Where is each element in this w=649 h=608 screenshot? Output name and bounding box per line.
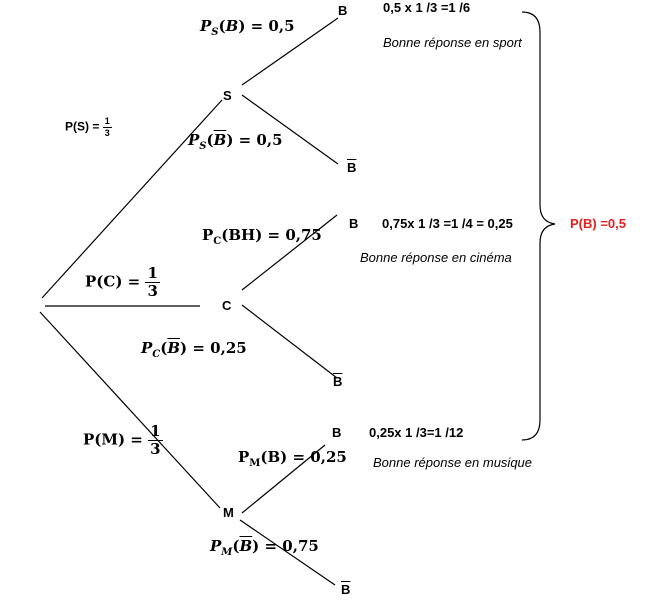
cond-pc-bbar-close: ) bbox=[180, 339, 188, 357]
node-bbar-musique: B bbox=[341, 582, 351, 597]
cond-ps-b-open: ( bbox=[218, 17, 226, 35]
prob-s-num: 1 bbox=[102, 116, 112, 128]
cond-pc-bbar: PC(B) = 0,25 bbox=[141, 339, 247, 360]
cond-pm-b-event: B bbox=[267, 448, 281, 466]
branch-c-b bbox=[241, 214, 338, 291]
note-sport: Bonne réponse en sport bbox=[383, 35, 522, 50]
cond-ps-b-p: P bbox=[200, 17, 212, 35]
prob-c-fraction: 1 3 bbox=[145, 264, 160, 300]
cond-ps-bbar-value: = 0,5 bbox=[233, 131, 283, 149]
node-b-cinema: B bbox=[349, 216, 359, 231]
cond-pc-b-value: = 0,75 bbox=[262, 226, 322, 244]
cond-pm-bbar-value: = 0,75 bbox=[259, 537, 319, 555]
cond-ps-b-close: ) bbox=[238, 17, 246, 35]
cond-pm-bbar-close: ) bbox=[252, 537, 260, 555]
prob-m-num: 1 bbox=[148, 422, 163, 441]
note-musique: Bonne réponse en musique bbox=[373, 455, 533, 470]
cond-pm-b-p: P bbox=[238, 448, 250, 466]
note-cinema: Bonne réponse en cinéma bbox=[360, 250, 512, 265]
branch-m-bbar bbox=[239, 519, 336, 586]
cond-pm-bbar-p: P bbox=[210, 537, 222, 555]
prob-c-text: P(C) = bbox=[85, 272, 141, 291]
calc-sport: 0,5 x 1 /3 =1 /6 bbox=[383, 0, 471, 15]
cond-pm-b: PM(B) = 0,25 bbox=[238, 448, 347, 469]
cond-pc-b: PC(BH) = 0,75 bbox=[202, 226, 322, 247]
cond-ps-b-sub: S bbox=[211, 27, 219, 38]
node-bbar-cinema: B bbox=[333, 374, 343, 389]
cond-pm-bbar: PM(B) = 0,75 bbox=[210, 537, 319, 558]
cond-pm-b-close: ) bbox=[280, 448, 288, 466]
cond-ps-bbar-event: B bbox=[213, 131, 227, 149]
cond-ps-b: PS(B) = 0,5 bbox=[200, 17, 295, 38]
prob-c-num: 1 bbox=[145, 264, 160, 283]
node-m: M bbox=[223, 505, 234, 520]
prob-c-label: P(C) = 1 3 bbox=[85, 266, 160, 299]
prob-s-fraction: 1 3 bbox=[102, 116, 112, 138]
prob-m-fraction: 1 3 bbox=[148, 422, 163, 458]
cond-pm-b-open: ( bbox=[260, 448, 268, 466]
node-b-sport: B bbox=[338, 3, 348, 18]
prob-s-text: P(S) = bbox=[65, 119, 100, 134]
cond-pc-b-open: ( bbox=[221, 226, 229, 244]
node-s: S bbox=[223, 88, 232, 103]
prob-s-den: 3 bbox=[104, 128, 110, 138]
calc-musique: 0,25x 1 /3=1 /12 bbox=[369, 425, 464, 440]
prob-s-label: P(S) = 1 3 bbox=[65, 117, 112, 138]
cond-pm-b-sub: M bbox=[249, 458, 261, 469]
branch-c-bbar bbox=[241, 304, 338, 379]
cond-pc-bbar-sub: C bbox=[152, 349, 161, 360]
prob-m-label: P(M) = 1 3 bbox=[83, 424, 163, 457]
prob-c-den: 3 bbox=[147, 282, 158, 300]
cond-ps-b-value: = 0,5 bbox=[245, 17, 295, 35]
node-bbar-sport: B bbox=[347, 160, 357, 175]
cond-pc-bbar-value: = 0,25 bbox=[187, 339, 247, 357]
cond-pm-bbar-event: B bbox=[239, 537, 253, 555]
result-pb: P(B) =0,5 bbox=[570, 216, 626, 231]
branch-root-s bbox=[41, 99, 223, 299]
branch-root-m bbox=[39, 311, 221, 509]
curly-brace bbox=[521, 11, 556, 441]
calc-cinema: 0,75x 1 /3 =1 /4 = 0,25 bbox=[382, 216, 513, 231]
node-b-musique: B bbox=[332, 425, 342, 440]
cond-ps-bbar: PS(B) = 0,5 bbox=[188, 131, 283, 152]
cond-ps-bbar-sub: S bbox=[199, 141, 207, 152]
prob-m-text: P(M) = bbox=[83, 430, 143, 449]
cond-pm-b-value: = 0,25 bbox=[287, 448, 347, 466]
cond-pc-b-p: P bbox=[202, 226, 214, 244]
prob-m-den: 3 bbox=[150, 440, 161, 458]
cond-pc-b-sub: C bbox=[213, 236, 222, 247]
cond-pm-bbar-open: ( bbox=[232, 537, 240, 555]
branch-s-b bbox=[241, 17, 339, 86]
branch-s-bbar bbox=[241, 94, 339, 165]
cond-pc-bbar-open: ( bbox=[160, 339, 168, 357]
cond-pm-bbar-sub: M bbox=[221, 547, 233, 558]
cond-ps-bbar-open: ( bbox=[206, 131, 214, 149]
cond-ps-bbar-close: ) bbox=[226, 131, 234, 149]
cond-pc-bbar-event: B bbox=[167, 339, 181, 357]
cond-ps-b-event: B bbox=[225, 17, 239, 35]
branch-m-b bbox=[241, 444, 326, 514]
cond-pc-b-event: BH bbox=[228, 226, 256, 244]
cond-pc-b-close: ) bbox=[255, 226, 263, 244]
cond-pc-bbar-p: P bbox=[141, 339, 153, 357]
node-c: C bbox=[222, 298, 232, 313]
cond-ps-bbar-p: P bbox=[188, 131, 200, 149]
